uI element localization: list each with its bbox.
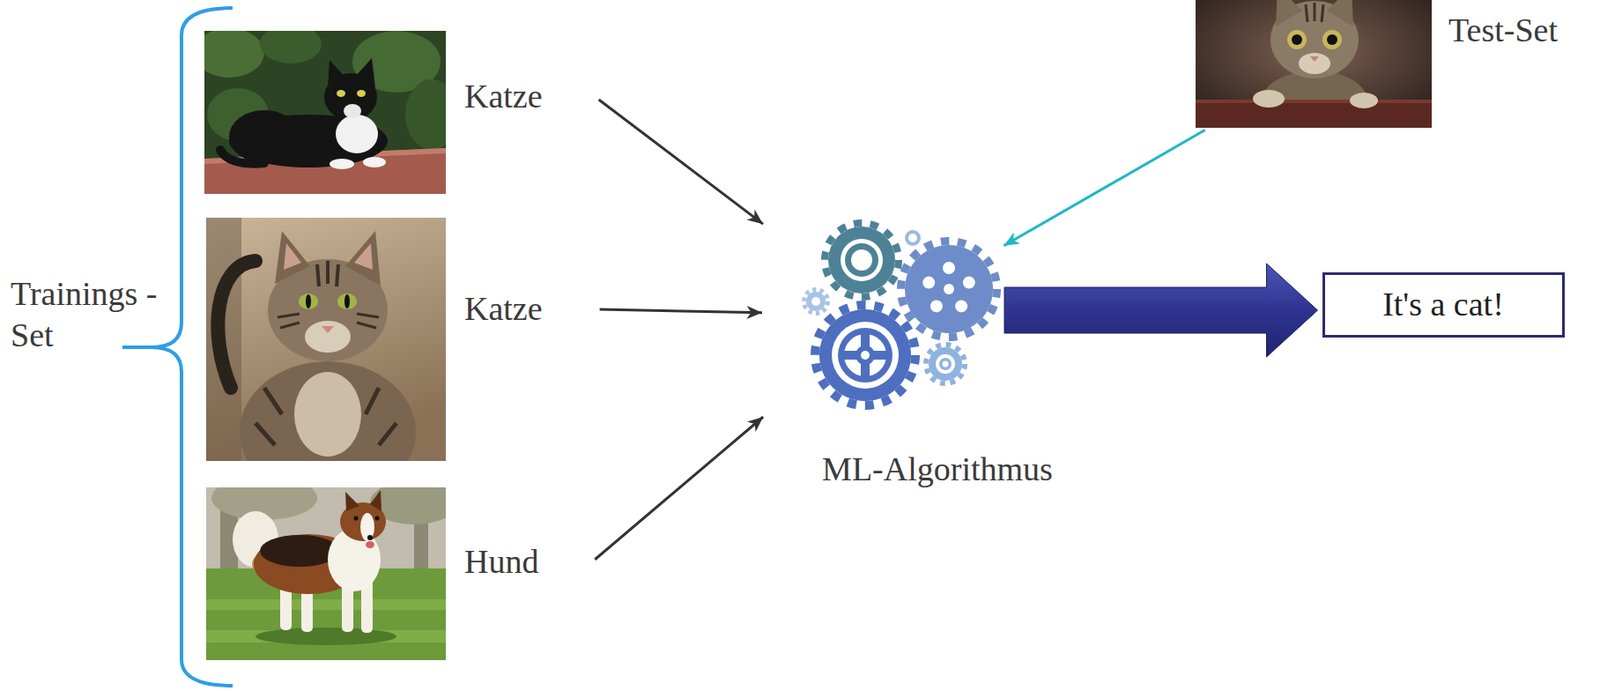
cat-photo — [204, 30, 446, 194]
node-label: Katze — [464, 288, 543, 330]
block-arrow — [1004, 263, 1319, 357]
arrow-connector — [1003, 129, 1205, 245]
dog-photo — [206, 487, 446, 660]
arrow-connector — [599, 99, 763, 224]
cat-photo — [1195, 0, 1432, 128]
node-label: ML-Algorithmus — [822, 449, 1053, 490]
gears-icon — [804, 222, 998, 406]
group-label: Trainings -Set — [10, 273, 165, 356]
training-image: Katze — [204, 30, 596, 194]
node-label: Test-Set — [1448, 10, 1558, 52]
result-box: It's a cat! — [1322, 272, 1565, 338]
node-label: It's a cat! — [1382, 284, 1504, 326]
test-image: Test-Set — [1195, 0, 1567, 128]
node-label: Hund — [464, 541, 539, 583]
label-holder: Trainings -Set — [10, 273, 165, 356]
node-label: Katze — [464, 76, 543, 118]
arrow-connector — [594, 416, 763, 560]
training-image: Hund — [206, 487, 592, 660]
arrow-connector — [600, 309, 763, 313]
training-image: Katze — [206, 217, 596, 461]
ml-algorithm-icon: ML-Algorithmus — [766, 215, 1000, 415]
cat-photo — [206, 217, 446, 461]
